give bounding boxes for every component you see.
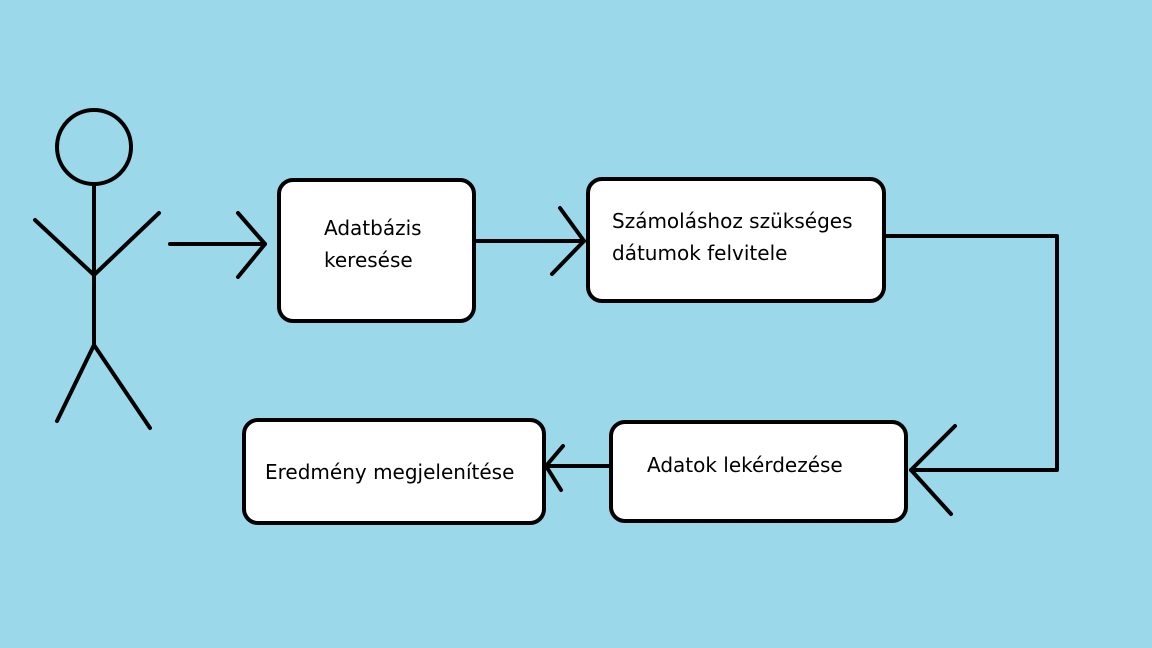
edge-dates-to-query (885, 234, 1059, 516)
actor-left-arm (33, 218, 96, 277)
edge-actor-to-search (168, 211, 267, 279)
node-label-line: Adatbázis (324, 216, 422, 240)
stick-figure-icon (33, 108, 161, 430)
node-label: Adatok lekérdezése (647, 449, 843, 481)
node-data-query: Adatok lekérdezése (609, 420, 908, 523)
node-label: Adatbázis keresése (324, 212, 422, 276)
edge-line (885, 234, 1059, 472)
node-label: Eredmény megjelenítése (265, 456, 514, 488)
node-result-display: Eredmény megjelenítése (242, 418, 546, 525)
node-label-line: dátumok felvitele (612, 241, 788, 265)
arrowhead-left-icon (544, 444, 565, 492)
edge-search-to-dates (475, 206, 586, 276)
node-label-line: Adatok lekérdezése (647, 453, 843, 477)
arrowhead-right-icon (236, 211, 267, 279)
actor-right-leg (92, 343, 152, 430)
actor-right-arm (92, 211, 161, 277)
edge-query-to-result (544, 444, 614, 492)
node-label: Számoláshoz szükséges dátumok felvitele (612, 205, 853, 269)
actor-left-leg (55, 343, 96, 423)
node-database-search: Adatbázis keresése (277, 178, 476, 323)
arrowhead-right-icon (550, 206, 586, 276)
node-date-input: Számoláshoz szükséges dátumok felvitele (586, 177, 886, 303)
node-label-line: Számoláshoz szükséges (612, 209, 853, 233)
arrowhead-left-icon (909, 424, 957, 516)
node-label-line: keresése (324, 248, 413, 272)
actor-head (55, 108, 133, 186)
node-label-line: Eredmény megjelenítése (265, 460, 515, 484)
